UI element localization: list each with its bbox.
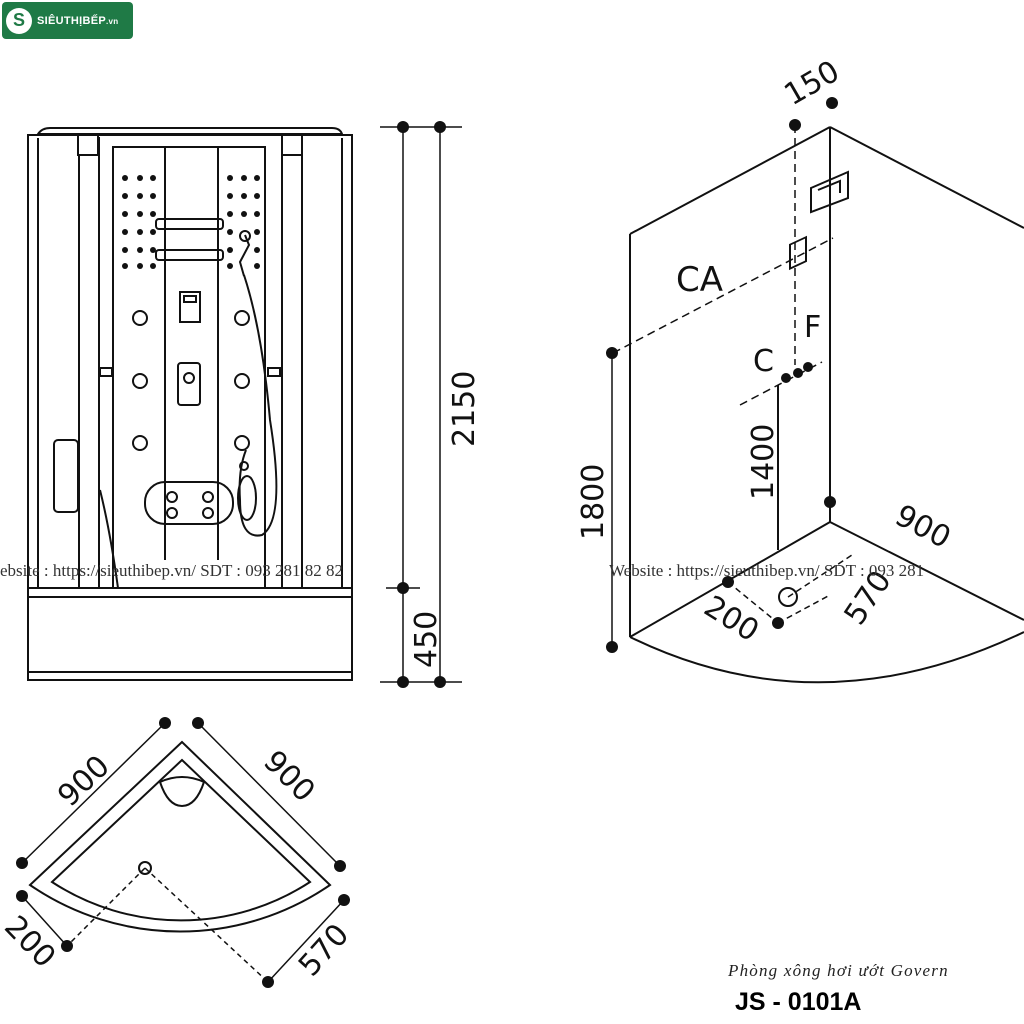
dim-iso-drain-left: 200 (698, 589, 765, 649)
dim-top-left-side: 900 (51, 749, 117, 814)
label-ca: CA (676, 260, 723, 300)
dim-base-height: 450 (409, 611, 444, 668)
dim-iso-outlet-height: 1800 (576, 464, 611, 540)
top-view-dim-dots (16, 717, 350, 988)
label-c: C (753, 344, 774, 379)
dim-top-right-side: 900 (256, 744, 321, 809)
watermark-right: Website : https://sieuthibep.vn/ SDT : 0… (609, 561, 925, 580)
front-view (27, 127, 353, 681)
dim-top-right-offset: 570 (292, 917, 356, 983)
dim-iso-valve-height: 1400 (746, 424, 781, 500)
watermark-left: ebsite : https://sieuthibep.vn/ SDT : 09… (0, 561, 343, 580)
front-view-nozzles (122, 175, 260, 269)
top-view (28, 740, 332, 933)
label-f: F (804, 310, 821, 345)
front-view-jets (132, 310, 250, 519)
logo-s-icon: S (6, 7, 32, 34)
front-view-dim-dots (397, 121, 446, 688)
iso-view (629, 126, 1024, 684)
iso-view-guides (611, 125, 853, 647)
dim-total-height: 2150 (447, 371, 482, 447)
product-name: Phòng xông hơi ướt Govern (728, 961, 949, 980)
iso-view-dots (606, 97, 838, 653)
top-view-dimensions (21, 722, 345, 983)
dim-top-left-offset: 200 (0, 909, 62, 975)
logo-text: SIÊUTHỊBẾP.vn (37, 14, 119, 27)
site-logo[interactable]: S SIÊUTHỊBẾP.vn (2, 2, 133, 39)
product-code: JS - 0101A (735, 988, 862, 1016)
dim-iso-side: 900 (889, 498, 956, 556)
